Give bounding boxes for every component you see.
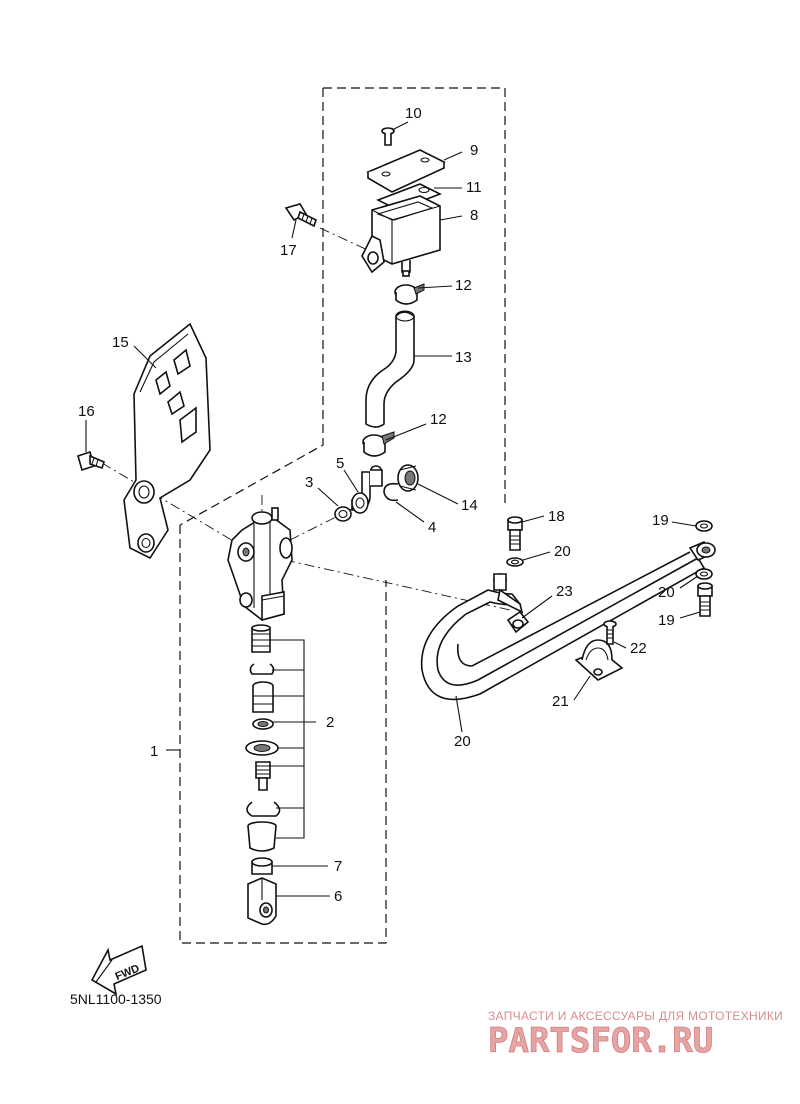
callout-2: 2 — [326, 714, 334, 731]
callout-21: 21 — [552, 693, 569, 710]
leader-12b — [385, 423, 427, 441]
leader-15 — [133, 345, 157, 369]
part-16-bolt — [77, 450, 105, 472]
callout-12-lower: 12 — [430, 411, 447, 428]
reservoir-group-outline-left — [179, 88, 324, 526]
part-20-washer-right-bottom — [695, 568, 713, 580]
callout-3: 3 — [305, 474, 313, 491]
callout-8: 8 — [470, 207, 478, 224]
callout-6: 6 — [334, 888, 342, 905]
watermark-tagline: ЗАПЧАСТИ И АКСЕССУАРЫ ДЛЯ МОТОТЕХНИКИ — [488, 1009, 783, 1023]
part-2-circlip-lower — [246, 801, 281, 817]
callout-20-right-bottom: 20 — [658, 584, 675, 601]
leader-10 — [391, 121, 409, 131]
part-17-bolt — [284, 203, 317, 228]
leader-12a — [417, 285, 453, 289]
callout-1: 1 — [150, 743, 158, 760]
leader-20a — [522, 551, 551, 561]
bracket-2 — [270, 639, 316, 839]
leader-5 — [343, 469, 359, 493]
leader-19b — [679, 611, 701, 619]
part-18-brake-hose — [420, 541, 716, 701]
master-cylinder-body — [227, 507, 293, 622]
leader-3 — [317, 487, 339, 507]
callout-11: 11 — [466, 179, 482, 196]
part-13-hose — [365, 311, 415, 428]
callout-9: 9 — [470, 142, 478, 159]
leader-22 — [613, 641, 627, 649]
leader-20b — [671, 521, 697, 527]
leader-8 — [439, 215, 463, 221]
leader-9 — [443, 151, 463, 161]
callout-19-lower: 19 — [658, 612, 675, 629]
part-9-reservoir-cap — [366, 149, 446, 193]
callout-13: 13 — [455, 349, 472, 366]
callout-20-upper: 20 — [554, 543, 571, 560]
part-2-washer — [252, 718, 274, 730]
callout-14: 14 — [461, 497, 478, 514]
part-3-o-ring — [334, 506, 352, 522]
fwd-arrow-icon: FWD — [90, 944, 147, 996]
part-19-banjo-bolt-upper — [507, 516, 523, 551]
callout-10: 10 — [405, 105, 422, 122]
callout-23: 23 — [556, 583, 573, 600]
master-cylinder-group-outline — [179, 525, 387, 944]
part-13-hose-end — [395, 310, 415, 322]
part-2-piston — [252, 681, 274, 713]
callout-4: 4 — [428, 519, 436, 536]
part-22-screw — [603, 620, 617, 645]
callout-18: 20 — [454, 733, 471, 750]
callout-19-upper: 18 — [548, 508, 565, 525]
leader-23 — [521, 595, 553, 619]
leader-21 — [573, 675, 591, 701]
watermark-brand: PARTSFOR.RU — [488, 1021, 713, 1061]
drawing-code: 5NL1100-1350 — [70, 991, 162, 1007]
callout-7: 7 — [334, 858, 342, 875]
reservoir-group-outline — [323, 87, 506, 505]
leader-18 — [455, 695, 463, 733]
leader-19a — [521, 515, 545, 523]
callout-20-right-top: 19 — [652, 512, 669, 529]
part-20-washer-upper — [506, 557, 524, 567]
leader-14 — [417, 483, 459, 505]
leader-4 — [395, 501, 425, 523]
part-2-boot — [247, 821, 277, 852]
part-15-cover-plate — [123, 322, 211, 560]
part-8-reservoir-tank — [361, 195, 441, 277]
centerline-bolt17 — [319, 227, 373, 253]
callout-17: 17 — [280, 242, 297, 259]
part-19-banjo-bolt-lower — [697, 582, 713, 617]
part-5-elbow-fitting — [351, 465, 383, 514]
part-20-washer-right-top — [695, 520, 713, 532]
callout-15: 15 — [112, 334, 129, 351]
part-12-clamp-lower — [362, 431, 395, 457]
callout-22: 22 — [630, 640, 647, 657]
centerline-hose — [284, 559, 511, 611]
part-10-screw — [381, 127, 395, 146]
centerline-bolt16 — [101, 462, 241, 546]
part-2-push-rod — [255, 761, 271, 791]
part-21-hose-clamp — [574, 639, 624, 681]
part-7-nut — [251, 857, 273, 875]
part-2-spring — [251, 624, 271, 653]
part-12-clamp-upper — [394, 283, 425, 305]
part-2-circlip-upper — [249, 663, 275, 675]
part-2-cup — [245, 740, 279, 756]
leader-17 — [291, 219, 297, 239]
part-6-clevis — [247, 877, 277, 926]
callout-5: 5 — [336, 455, 344, 472]
callout-12-upper: 12 — [455, 277, 472, 294]
part-4-circlip — [383, 482, 399, 502]
callout-16: 16 — [78, 403, 95, 420]
leader-20c — [679, 575, 699, 589]
part-14-grommet — [397, 464, 419, 492]
